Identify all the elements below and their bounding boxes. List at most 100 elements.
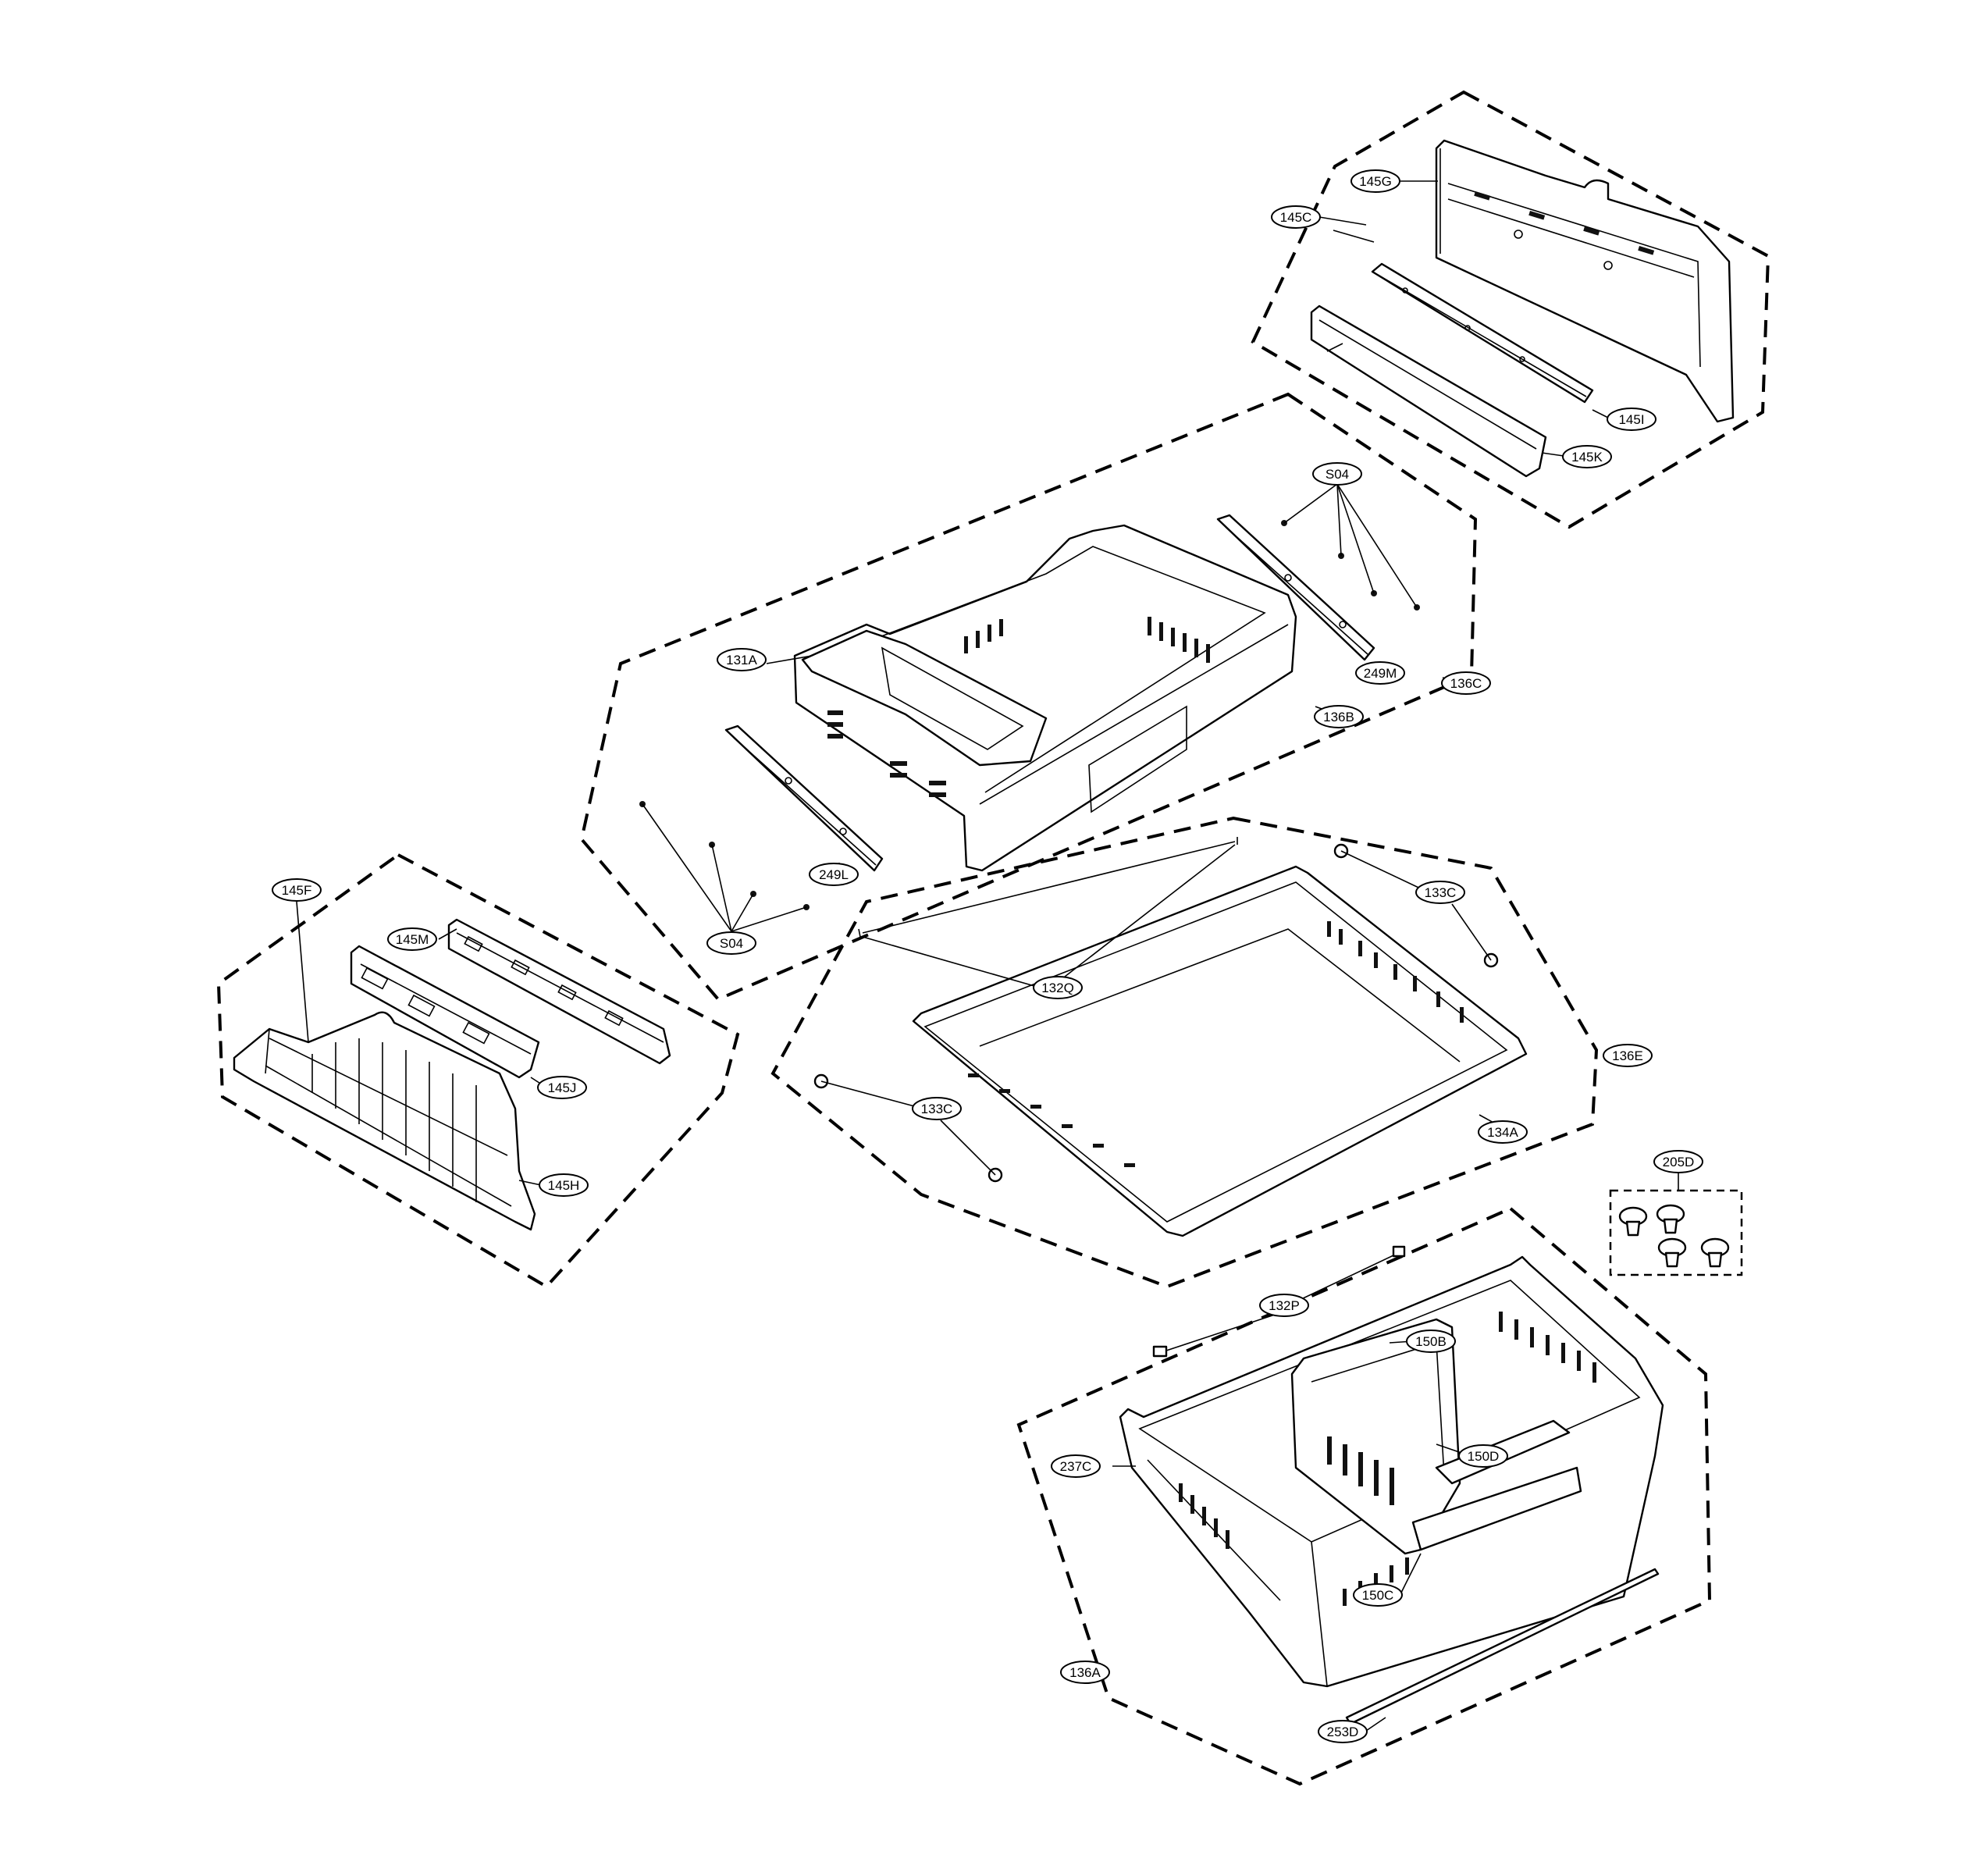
callout-bubble xyxy=(1415,881,1465,904)
callout-249l: 249L xyxy=(809,863,859,886)
callout-bubble xyxy=(537,1076,587,1099)
callout-bubble xyxy=(272,878,322,902)
part-131A-tray-insert xyxy=(801,629,1048,767)
callout-bubble xyxy=(1355,661,1405,685)
callout-label: 145K xyxy=(1571,450,1603,465)
callout-145k: 145K xyxy=(1562,445,1612,468)
callout-bubble xyxy=(1653,1150,1703,1173)
callout-label: 253D xyxy=(1327,1725,1359,1739)
callout-132p: 132P xyxy=(1259,1294,1309,1317)
callout-134a: 134A xyxy=(1478,1120,1528,1144)
callout-bubble xyxy=(1318,1720,1368,1743)
callout-label: 132P xyxy=(1269,1298,1300,1313)
callout-label: 136E xyxy=(1612,1048,1643,1063)
callout-label: 145C xyxy=(1280,210,1312,225)
callout-136b: 136B xyxy=(1314,705,1364,728)
callout-145f: 145F xyxy=(272,878,322,902)
callout-150d: 150D xyxy=(1458,1444,1508,1468)
callout-bubble xyxy=(1051,1454,1101,1478)
callout-label: 145M xyxy=(396,932,429,947)
callout-145g: 145G xyxy=(1350,169,1400,193)
part-150C-clip xyxy=(1411,1466,1582,1551)
callout-205d: 205D xyxy=(1653,1150,1703,1173)
callout-145c: 145C xyxy=(1271,205,1321,229)
callout-bubble xyxy=(1603,1044,1653,1067)
callout-bubble xyxy=(809,863,859,886)
part-134A-shelf-tray xyxy=(912,865,1528,1237)
callout-145i: 145I xyxy=(1607,408,1657,431)
callout-145m: 145M xyxy=(387,927,437,951)
callout-bubble xyxy=(1607,408,1657,431)
callout-bubble xyxy=(1478,1120,1528,1144)
callout-label: 136B xyxy=(1323,710,1354,724)
callout-label: 237C xyxy=(1060,1459,1092,1474)
callout-bubble xyxy=(1033,976,1083,999)
part-249L-drawer-rail-left xyxy=(724,724,884,872)
callout-bubble xyxy=(717,648,767,671)
callout-s04-bottom: S04 xyxy=(706,931,756,955)
callout-bubble xyxy=(1406,1330,1456,1353)
callout-label: 145H xyxy=(548,1178,580,1193)
callout-bubble xyxy=(387,927,437,951)
callout-label: S04 xyxy=(1326,467,1349,482)
callout-label: 249L xyxy=(819,867,849,882)
part-132P-clips xyxy=(1152,1245,1406,1358)
callout-150b: 150B xyxy=(1406,1330,1456,1353)
callout-label: 150C xyxy=(1362,1588,1394,1603)
part-145K-rail-cover xyxy=(1310,304,1547,478)
group-outline-136A xyxy=(1016,1206,1712,1786)
part-145G-rail-housing xyxy=(1435,139,1735,423)
callout-bubble xyxy=(1259,1294,1309,1317)
callout-label: 133C xyxy=(1425,885,1457,900)
part-145M-rail-cover-left xyxy=(447,918,671,1065)
callout-bubble xyxy=(1458,1444,1508,1468)
callout-label: 205D xyxy=(1663,1155,1695,1169)
callout-label: 145F xyxy=(282,883,312,898)
group-outline-136E xyxy=(770,816,1599,1289)
part-150B-divider xyxy=(1290,1318,1461,1555)
callout-145j: 145J xyxy=(537,1076,587,1099)
part-132Q-wire xyxy=(858,837,1238,938)
callout-label: 145I xyxy=(1618,412,1644,427)
callout-bubble xyxy=(1060,1661,1110,1684)
callout-label: 131A xyxy=(726,653,757,667)
part-136B-drawer-basket xyxy=(793,524,1297,872)
callout-label: 134A xyxy=(1487,1125,1518,1140)
group-outline-136C xyxy=(579,392,1478,1002)
callout-bubble xyxy=(1350,169,1400,193)
callout-label: 133C xyxy=(921,1102,953,1116)
callout-labels: 145G 145C 145I 145K S04 131A 249M 136C 136B 249L S… xyxy=(272,169,1703,1743)
callout-253d: 253D xyxy=(1318,1720,1368,1743)
callout-bubble xyxy=(1353,1583,1403,1607)
callout-label: 249M xyxy=(1364,666,1397,681)
callout-249m: 249M xyxy=(1355,661,1405,685)
part-249M-drawer-rail-right xyxy=(1216,514,1375,661)
callout-s04-top: S04 xyxy=(1312,462,1362,486)
callout-bubble xyxy=(1271,205,1321,229)
callout-bubble xyxy=(539,1173,589,1197)
callout-label: 145J xyxy=(548,1080,577,1095)
group-outline-145C xyxy=(1251,90,1770,529)
callout-237c: 237C xyxy=(1051,1454,1101,1478)
callout-bubble xyxy=(912,1097,962,1120)
callout-133c-top: 133C xyxy=(1415,881,1465,904)
callout-133c-bottom: 133C xyxy=(912,1097,962,1120)
callout-label: 150D xyxy=(1468,1449,1500,1464)
callout-bubble xyxy=(706,931,756,955)
callout-label: 132Q xyxy=(1041,981,1074,995)
part-145J-slide-rail-left xyxy=(350,945,540,1079)
callout-bubble xyxy=(1562,445,1612,468)
callout-label: S04 xyxy=(720,936,743,951)
callout-bubble xyxy=(1441,671,1491,695)
callout-136c: 136C xyxy=(1441,671,1491,695)
callout-bubble xyxy=(1314,705,1364,728)
part-145H-rail-housing-left xyxy=(233,1011,536,1231)
callout-145h: 145H xyxy=(539,1173,589,1197)
part-205D-caps xyxy=(1618,1204,1730,1268)
callout-label: 145G xyxy=(1359,174,1392,189)
callout-bubble xyxy=(1312,462,1362,486)
group-outline-205D xyxy=(1609,1189,1743,1276)
callout-label: 136C xyxy=(1450,676,1482,691)
callout-131a: 131A xyxy=(717,648,767,671)
